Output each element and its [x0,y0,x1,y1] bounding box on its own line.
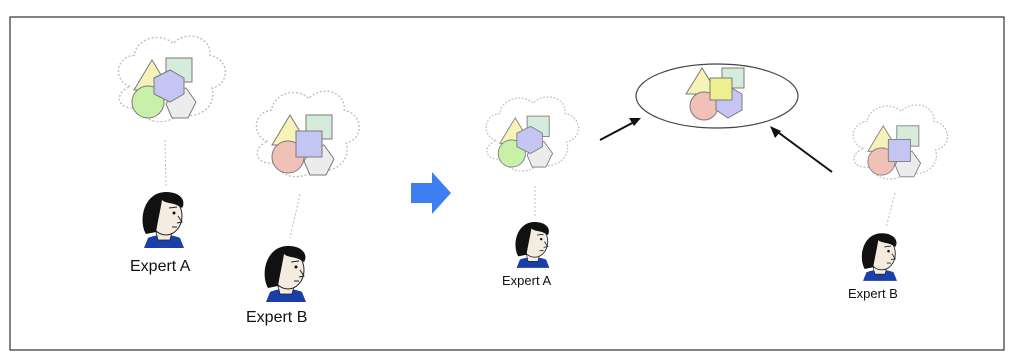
expert-face-icon [861,232,898,282]
transfer-arrow-icon [411,172,451,214]
connector-line [164,139,167,189]
expert-face-icon [142,191,185,249]
arrow-a-to-shared [599,118,641,141]
expert-a-label: Expert A [130,258,191,275]
expert-a-label: Expert A [502,273,552,288]
arrow-b-to-shared [770,126,833,173]
expert-face-icon [264,245,307,303]
figure-frame [9,16,1005,351]
expert-b-label: Expert B [848,286,898,301]
expert-face-icon [515,221,550,269]
connector-line [885,192,896,229]
expert-b-label: Expert B [246,309,308,326]
connector-line [289,193,301,239]
